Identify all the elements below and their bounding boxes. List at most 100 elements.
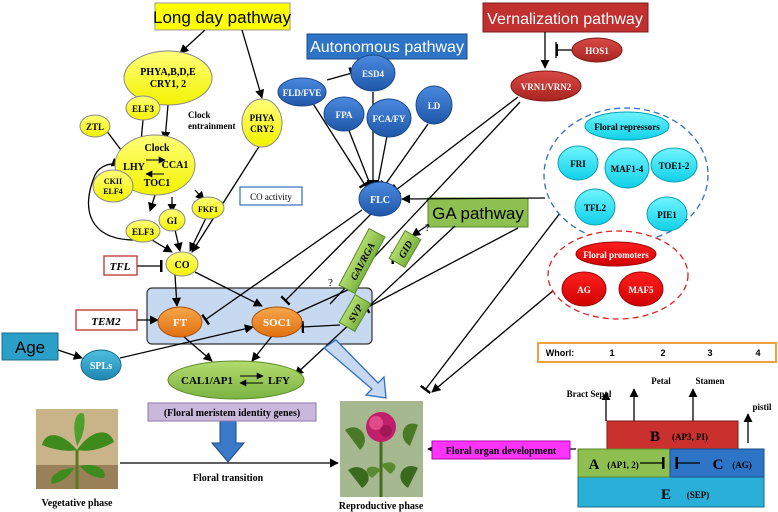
- autonomous-pathway-label: Autonomous pathway: [310, 39, 464, 56]
- node-svp: SVP: [338, 293, 372, 333]
- floral-transition-label: Floral transition: [193, 473, 264, 484]
- tem2-label: TEM2: [91, 316, 121, 328]
- clock-entrainment-line2: entrainment: [188, 121, 236, 131]
- ztl-label: ZTL: [86, 122, 104, 132]
- floral-meristem-identity-box: (Floral meristem identity genes): [147, 402, 317, 422]
- node-esd4: ESD4: [350, 54, 396, 92]
- age-pathway-label: Age: [15, 338, 45, 357]
- block-arrow-floral-transition: [210, 420, 246, 463]
- tem2-box: TEM2: [75, 309, 138, 331]
- node-hos1: HOS1: [571, 37, 623, 63]
- whorl-box: Whorl: 1 2 3 4: [537, 342, 777, 363]
- gi-label: GI: [167, 216, 178, 226]
- ga-pathway-label: GA pathway: [432, 204, 524, 223]
- repressors-title: Floral repressors: [594, 122, 660, 132]
- arrow-gi-to-co: [173, 229, 183, 252]
- lfy-label: LFY: [268, 375, 290, 387]
- co-label: CO: [175, 260, 190, 271]
- elf4-label: ELF4: [103, 187, 123, 196]
- arrow-phya-to-clock: [161, 104, 171, 141]
- node-flc: FLC: [358, 181, 402, 217]
- inhibit-ld-flc: [379, 123, 429, 189]
- node-ztl: ZTL: [79, 114, 111, 138]
- floral-repressors-group: Floral repressors FRI MAF1-4 TOE1-2 TFL2…: [543, 107, 709, 243]
- soc1-label: SOC1: [263, 317, 291, 329]
- bract-sepal-label: Bract Sepal: [567, 389, 612, 399]
- node-co: CO: [165, 251, 199, 277]
- organ-development-label: Floral organ development: [446, 446, 557, 457]
- ag-label: AG: [577, 285, 591, 295]
- whorl-1: 1: [609, 348, 614, 358]
- clock-entrainment-line1: Clock: [188, 110, 211, 120]
- c-sub-label: (AG): [732, 460, 752, 470]
- inhibit-fca-flc: [372, 135, 388, 185]
- cal1-label: CAL1/AP1: [181, 375, 233, 387]
- pistil-label: pistil: [752, 402, 772, 412]
- identity-label: (Floral meristem identity genes): [164, 408, 300, 419]
- elf3-top-label: ELF3: [132, 104, 155, 114]
- node-ld: LD: [415, 85, 453, 125]
- node-gi: GI: [158, 208, 186, 232]
- long-day-pathway-label: Long day pathway: [153, 8, 291, 27]
- inhibit-svp-soc1: [301, 320, 341, 334]
- vegetative-plant-image: [36, 409, 118, 489]
- elf3-bottom-label: ELF3: [132, 227, 155, 237]
- a-main-label: A: [589, 457, 600, 473]
- age-pathway-header: Age: [1, 332, 59, 361]
- long-day-pathway-header: Long day pathway: [153, 2, 291, 31]
- node-elf3-top: ELF3: [125, 95, 161, 121]
- node-fld-fve: FLD/FVE: [277, 77, 327, 107]
- whorl-label: Whorl:: [546, 348, 575, 358]
- inhibit-gai-soc1: [287, 287, 353, 322]
- node-phya-cry2: PHYA CRY2: [241, 98, 283, 148]
- arrow-clock-to-elf3: [148, 194, 157, 212]
- node-spls: SPLs: [80, 349, 122, 381]
- block-arrow-soc1-reproductive: [322, 339, 387, 399]
- node-vrn: VRN1/VRN2: [510, 70, 582, 102]
- feedback-loop-arrow: [87, 157, 136, 241]
- vernalization-pathway-label: Vernalization pathway: [487, 11, 643, 28]
- node-cal1-lfy: CAL1/AP1 LFY: [167, 360, 305, 400]
- arrow-co-to-ft: [171, 274, 182, 307]
- connector-lines: [57, 29, 753, 468]
- cca1-label: CCA1: [162, 160, 189, 171]
- node-gai-rga: GAI/RGA: [338, 227, 386, 295]
- cry2-label: CRY2: [250, 124, 274, 134]
- abc-e-box: E (SEP): [577, 476, 765, 508]
- cry12-label: CRY1, 2: [150, 79, 186, 90]
- fca-label: FCA/FY: [373, 114, 406, 124]
- node-soc1: SOC1: [251, 306, 303, 338]
- lhy-label: LHY: [123, 162, 145, 173]
- arrow-ga-lfy: [294, 225, 456, 376]
- floral-promoters-group: Floral promoters AG MAF5: [547, 230, 689, 320]
- arrow-longday-to-phya: [179, 29, 206, 54]
- esd4-label: ESD4: [362, 69, 385, 79]
- whorl-2: 2: [660, 348, 665, 358]
- reproductive-plant-image: [340, 401, 423, 497]
- a-sub-label: (AP1, 2): [607, 460, 639, 470]
- node-fpa: FPA: [323, 96, 365, 132]
- pie1-label: PIE1: [657, 210, 677, 220]
- inhibit-fld-esd4: [326, 67, 355, 81]
- vernalization-pathway-header: Vernalization pathway: [482, 2, 649, 33]
- clock-label: Clock: [145, 143, 170, 154]
- ld-label: LD: [428, 101, 441, 111]
- petal-label: Petal: [651, 376, 671, 386]
- arrow-phya-cry2-to-co: [191, 144, 261, 253]
- arrow-age-spls: [57, 349, 83, 360]
- inhibit-vrn-flc: [391, 96, 519, 196]
- stamen-label: Stamen: [696, 376, 725, 386]
- autonomous-pathway-header: Autonomous pathway: [306, 33, 468, 60]
- promoters-title: Floral promoters: [583, 250, 649, 260]
- inhibit-flc-ft: [201, 209, 363, 326]
- inhibit-fld-flc: [311, 101, 371, 189]
- node-ft: FT: [157, 306, 203, 338]
- ga-pathway-header: GA pathway: [427, 197, 529, 228]
- node-phya-bde: PHYA,B,D,E CRY1, 2: [123, 50, 213, 106]
- arrow-co-to-soc1: [194, 271, 263, 307]
- floral-organ-development-box: Floral organ development: [431, 440, 571, 460]
- inhibit-repressors-reproductive: [419, 199, 571, 395]
- fri-label: FRI: [570, 159, 586, 169]
